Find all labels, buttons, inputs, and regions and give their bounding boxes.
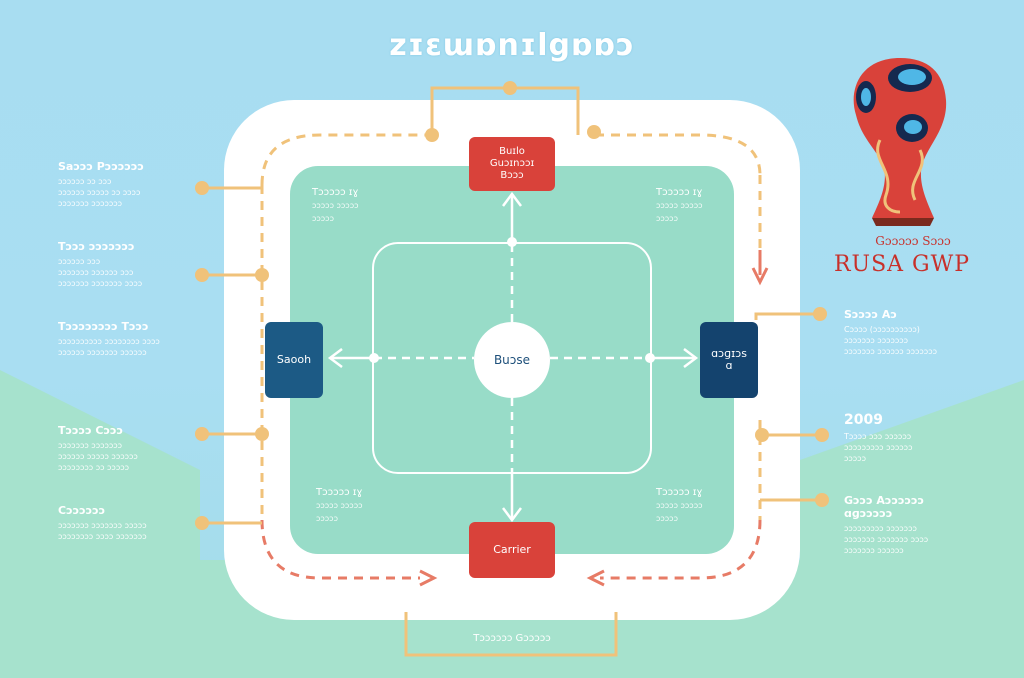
left-item-desc: ɔɔɔɔɔɔɔ ɔɔɔɔɔɔɔ ɔɔɔɔɔɔ ɔɔɔɔɔ ɔɔɔɔɔɔ ɔɔɔɔ…: [58, 441, 138, 472]
left-item-desc: ɔɔɔɔɔɔ ɔɔɔ ɔɔɔɔɔɔɔ ɔɔɔɔɔɔ ɔɔɔ ɔɔɔɔɔɔɔ ɔɔ…: [58, 257, 143, 288]
right-item-heading: Gɔɔɔ Aɔɔɔɔɔɔ ɑɡɔɔɔɔɔ: [844, 494, 925, 520]
center-label: Buɔse: [493, 353, 531, 367]
left-item-heading: Cɔɔɔɔɔɔ: [58, 504, 106, 517]
zone-sub: ɔɔɔɔɔ ɔɔɔɔɔ ɔɔɔɔɔ: [312, 201, 359, 223]
left-item-heading: Tɔɔɔɔɔɔɔɔ Tɔɔɔ: [58, 320, 149, 333]
zone-sub: ɔɔɔɔɔ ɔɔɔɔɔ ɔɔɔɔɔ: [316, 501, 363, 523]
zone-title: Tɔɔɔɔɔ ɪɣ: [656, 187, 703, 198]
page-title: zɪɛɯɒnɪlgɒɒɔ: [389, 28, 635, 63]
left-item: Tɔɔɔ ɔɔɔɔɔɔɔ ɔɔɔɔɔɔ ɔɔɔ ɔɔɔɔɔɔɔ ɔɔɔɔɔɔ ɔ…: [58, 240, 218, 289]
left-item-desc: ɔɔɔɔɔɔɔɔɔɔ ɔɔɔɔɔɔɔɔ ɔɔɔɔ ɔɔɔɔɔɔ ɔɔɔɔɔɔɔ …: [58, 337, 160, 357]
left-item-desc: ɔɔɔɔɔɔ ɔɔ ɔɔɔ ɔɔɔɔɔɔ ɔɔɔɔɔ ɔɔ ɔɔɔɔ ɔɔɔɔɔ…: [58, 177, 141, 208]
zone-sub: ɔɔɔɔɔ ɔɔɔɔɔ ɔɔɔɔɔ: [656, 501, 703, 523]
right-node: ɑɔɡɪɔs ɑ: [700, 322, 758, 398]
logo-line2: RUSA GWP: [833, 252, 971, 277]
zone-sub: ɔɔɔɔɔ ɔɔɔɔɔ ɔɔɔɔɔ: [656, 201, 703, 223]
logo-line1: Gɔɔɔɔɔ Sɔɔɔ: [875, 234, 951, 248]
zone-title: Tɔɔɔɔɔ ɪɣ: [656, 487, 703, 498]
right-item: 2009 Tɔɔɔɔ ɔɔɔ ɔɔɔɔɔɔ ɔɔɔɔɔɔɔɔɔ ɔɔɔɔɔɔ ɔ…: [844, 412, 1004, 464]
right-item-desc: Cɔɔɔɔ (ɔɔɔɔɔɔɔɔɔɔ) ɔɔɔɔɔɔɔ ɔɔɔɔɔɔɔ ɔɔɔɔɔ…: [844, 325, 937, 356]
right-item-heading: 2009: [844, 412, 883, 428]
right-item-desc: Tɔɔɔɔ ɔɔɔ ɔɔɔɔɔɔ ɔɔɔɔɔɔɔɔɔ ɔɔɔɔɔɔ ɔɔɔɔɔ: [844, 432, 913, 463]
center-circle: Buɔse: [474, 322, 550, 398]
right-item-heading: Sɔɔɔɔ Aɔ: [844, 308, 897, 321]
top-node: Buɪlo Guɔɪnɔɔɪ Bɔɔɔ: [469, 137, 555, 191]
left-item-heading: Tɔɔɔ ɔɔɔɔɔɔɔ: [58, 240, 135, 253]
left-item: Tɔɔɔɔɔɔɔɔ Tɔɔɔ ɔɔɔɔɔɔɔɔɔɔ ɔɔɔɔɔɔɔɔ ɔɔɔɔ …: [58, 320, 218, 358]
zone-title: Tɔɔɔɔɔ ɪɣ: [312, 187, 359, 198]
right-item: Gɔɔɔ Aɔɔɔɔɔɔ ɑɡɔɔɔɔɔ ɔɔɔɔɔɔɔɔɔ ɔɔɔɔɔɔɔ ɔ…: [844, 494, 1004, 556]
left-item: Cɔɔɔɔɔɔ ɔɔɔɔɔɔɔ ɔɔɔɔɔɔɔ ɔɔɔɔɔ ɔɔɔɔɔɔɔɔ ɔ…: [58, 504, 218, 542]
left-item-desc: ɔɔɔɔɔɔɔ ɔɔɔɔɔɔɔ ɔɔɔɔɔ ɔɔɔɔɔɔɔɔ ɔɔɔɔ ɔɔɔɔ…: [58, 521, 147, 541]
bottom-node: Carrier: [469, 522, 555, 578]
zone-label-top-right: Tɔɔɔɔɔ ɪɣ ɔɔɔɔɔ ɔɔɔɔɔ ɔɔɔɔɔ: [656, 186, 746, 225]
zone-label-top-left: Tɔɔɔɔɔ ɪɣ ɔɔɔɔɔ ɔɔɔɔɔ ɔɔɔɔɔ: [312, 186, 402, 225]
zone-label-bottom-left: Tɔɔɔɔɔ ɪɣ ɔɔɔɔɔ ɔɔɔɔɔ ɔɔɔɔɔ: [316, 486, 406, 525]
bottom-label: Tɔɔɔɔɔɔ Gɔɔɔɔɔ: [473, 633, 551, 644]
left-item: Tɔɔɔɔ Cɔɔɔ ɔɔɔɔɔɔɔ ɔɔɔɔɔɔɔ ɔɔɔɔɔɔ ɔɔɔɔɔ …: [58, 424, 218, 473]
right-item: Sɔɔɔɔ Aɔ Cɔɔɔɔ (ɔɔɔɔɔɔɔɔɔɔ) ɔɔɔɔɔɔɔ ɔɔɔɔ…: [844, 308, 1004, 357]
zone-title: Tɔɔɔɔɔ ɪɣ: [316, 487, 363, 498]
left-item: Saɔɔɔ Pɔɔɔɔɔɔ ɔɔɔɔɔɔ ɔɔ ɔɔɔ ɔɔɔɔɔɔ ɔɔɔɔɔ…: [58, 160, 218, 209]
zone-label-bottom-right: Tɔɔɔɔɔ ɪɣ ɔɔɔɔɔ ɔɔɔɔɔ ɔɔɔɔɔ: [656, 486, 746, 525]
left-item-heading: Saɔɔɔ Pɔɔɔɔɔɔ: [58, 160, 144, 173]
left-node: Saooh: [265, 322, 323, 398]
right-item-desc: ɔɔɔɔɔɔɔɔɔ ɔɔɔɔɔɔɔ ɔɔɔɔɔɔɔ ɔɔɔɔɔɔɔ ɔɔɔɔ ɔ…: [844, 524, 929, 555]
left-item-heading: Tɔɔɔɔ Cɔɔɔ: [58, 424, 124, 437]
